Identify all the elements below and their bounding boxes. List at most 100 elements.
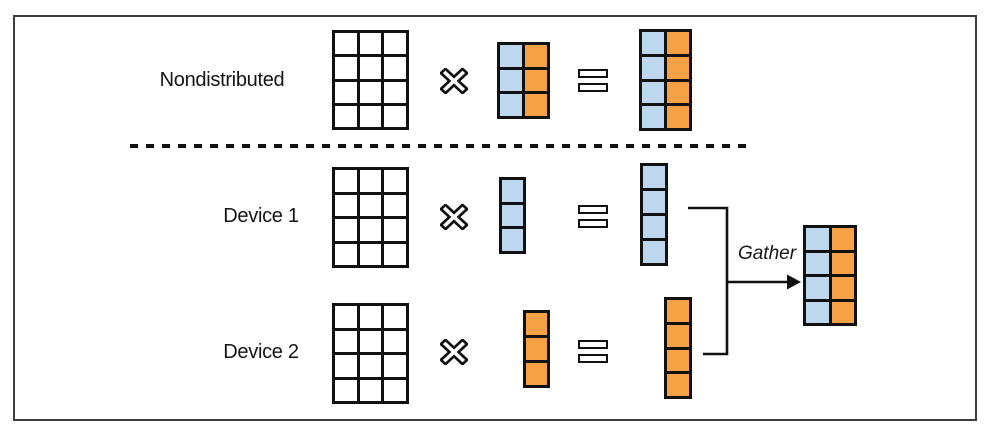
equals-bar	[578, 354, 608, 363]
gather-label: Gather	[737, 243, 797, 264]
equals-bar	[578, 219, 608, 228]
matrix-cell	[335, 105, 357, 127]
matrix-cell	[384, 330, 406, 352]
matrix-cell	[384, 81, 406, 103]
matrix-cell	[667, 374, 689, 396]
matrix-cell	[526, 313, 547, 335]
matrix-cell	[335, 355, 357, 377]
equals-bar	[578, 205, 608, 214]
matrix-cell	[335, 194, 357, 216]
matrix-cell	[359, 105, 382, 127]
matrix-cell	[643, 191, 665, 213]
matrix-cell	[806, 252, 829, 274]
multiply-cross-icon	[438, 67, 470, 95]
matrix-cell	[806, 277, 829, 299]
matrix-cell	[831, 252, 854, 274]
matrix-cell	[384, 57, 406, 79]
equals-bar	[578, 69, 608, 78]
matrix-cell	[384, 33, 406, 55]
matrix-cell	[806, 301, 829, 323]
matrix-cell	[335, 170, 357, 192]
matrix-cell	[643, 166, 665, 188]
matrix-cell	[335, 330, 357, 352]
matrix-cell	[335, 379, 357, 401]
equals-bar	[578, 83, 608, 92]
matrix-cell	[335, 57, 357, 79]
matrix-cell	[526, 338, 547, 360]
matrix-cell	[384, 219, 406, 241]
matrix-cell	[335, 33, 357, 55]
matrix-cell	[525, 69, 547, 92]
equals-icon	[578, 69, 608, 92]
matrix-cell	[667, 56, 689, 79]
matrix-cell	[335, 219, 357, 241]
multiply-cross-icon	[438, 203, 470, 231]
matrix-cell	[359, 306, 382, 328]
matrix-cell	[359, 355, 382, 377]
matrix-cell	[667, 324, 689, 347]
matrix-cell	[642, 106, 664, 128]
matrix-cell	[642, 81, 664, 104]
matrix-cell	[525, 45, 547, 67]
matrix-cell	[502, 180, 523, 202]
matrix-cell	[502, 229, 523, 251]
gather-bracket-and-arrow-right-icon	[688, 206, 801, 356]
matrix-cell	[642, 32, 664, 54]
row-label-nondistributed: Nondistributed	[159, 69, 285, 91]
matrix-cell	[384, 105, 406, 127]
matrix-cell	[642, 56, 664, 79]
equals-bar	[578, 340, 608, 349]
dotted-line	[130, 144, 748, 148]
weight-column-device-2	[523, 310, 550, 388]
gathered-result-matrix	[803, 225, 857, 326]
matrix-cell	[384, 243, 406, 265]
matrix-cell	[667, 81, 689, 104]
diagram-frame	[13, 15, 977, 421]
matrix-cell	[500, 94, 522, 116]
matrix-cell	[667, 349, 689, 372]
matrix-cell	[502, 204, 523, 227]
output-column-device-1	[640, 163, 668, 266]
matrix-cell	[335, 243, 357, 265]
input-matrix-nondistributed	[332, 30, 409, 130]
matrix-cell	[831, 301, 854, 323]
equals-icon	[578, 205, 608, 228]
output-matrix-nondistributed	[639, 29, 692, 131]
matrix-cell	[831, 277, 854, 299]
weight-matrix-nondistributed	[497, 42, 550, 119]
output-column-device-2	[664, 297, 692, 399]
matrix-cell	[667, 300, 689, 322]
matrix-cell	[806, 228, 829, 250]
matrix-cell	[525, 94, 547, 116]
matrix-cell	[359, 330, 382, 352]
matrix-cell	[359, 57, 382, 79]
matrix-cell	[526, 363, 547, 385]
matrix-cell	[359, 81, 382, 103]
matrix-cell	[667, 32, 689, 54]
matrix-cell	[643, 216, 665, 238]
matrix-cell	[643, 241, 665, 263]
row-label-device-2: Device 2	[223, 341, 299, 363]
matrix-cell	[831, 228, 854, 250]
matrix-cell	[667, 106, 689, 128]
matrix-cell	[359, 33, 382, 55]
matrix-cell	[500, 69, 522, 92]
weight-column-device-1	[499, 177, 526, 254]
matrix-cell	[359, 219, 382, 241]
input-matrix-device-2	[332, 303, 409, 404]
matrix-cell	[384, 355, 406, 377]
matrix-cell	[384, 194, 406, 216]
equals-icon	[578, 340, 608, 363]
matrix-cell	[500, 45, 522, 67]
row-label-device-1: Device 1	[223, 205, 299, 227]
matrix-cell	[359, 243, 382, 265]
multiply-cross-icon	[438, 338, 470, 366]
matrix-cell	[384, 379, 406, 401]
matrix-cell	[359, 170, 382, 192]
matrix-cell	[335, 306, 357, 328]
matrix-cell	[384, 306, 406, 328]
matrix-cell	[359, 379, 382, 401]
input-matrix-device-1	[332, 167, 409, 268]
matrix-cell	[335, 81, 357, 103]
